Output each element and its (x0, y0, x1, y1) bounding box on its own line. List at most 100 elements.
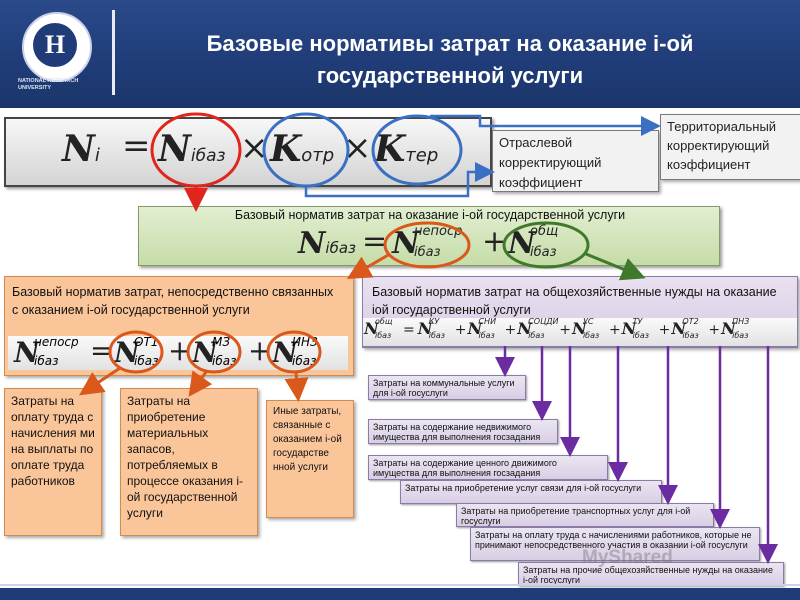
general-item-movable-property: Затраты на содержание ценного движимого … (368, 455, 608, 480)
direct-term-materials-sub: iбаз (212, 354, 237, 368)
general-term-пнз-sup: ПНЗ (732, 317, 750, 326)
direct-term-labor-sub: iбаз (134, 354, 159, 368)
orange-arrow-labor (79, 366, 121, 396)
orange-ring-materials (186, 330, 242, 374)
base-norm-eq: = (362, 224, 388, 259)
direct-eq: = (90, 334, 114, 367)
direct-formula-lhs: N (14, 336, 40, 369)
general-term-ус-n: N (571, 319, 587, 338)
direct-term-materials: N (192, 336, 218, 369)
territorial-coefficient-box: Территориальный корректирующий коэффицие… (660, 114, 800, 180)
direct-plus-2: + (248, 334, 272, 367)
general-term-ку-n: N (417, 319, 433, 338)
blue-ring-sector (262, 112, 350, 188)
general-term-соцди-sub: iбаз (528, 331, 545, 340)
general-term-ку-sub: iбаз (428, 331, 446, 340)
formula-n-base: Niбаз (158, 128, 226, 170)
formula-k-terr: Kтер (374, 128, 439, 170)
footer-bar (0, 588, 800, 600)
direct-term-other-sub: iбаз (292, 354, 317, 368)
direct-plus-1: + (168, 334, 192, 367)
red-ring (150, 112, 242, 188)
materials-costs-item: Затраты на приобретение материальных зап… (120, 388, 258, 536)
general-term-от2-sup: ОТ2 (682, 317, 699, 326)
direct-term-labor-sup: ОТ1 (134, 335, 159, 349)
general-term-от2-n: N (671, 319, 687, 338)
orange-ring-base (383, 221, 471, 269)
header-divider (112, 10, 115, 95)
general-term-соцди-sup: СОЦДИ (528, 317, 559, 326)
general-term-пнз-n: N (721, 319, 736, 338)
labor-costs-item: Затраты на оплату труда с начисления ми … (4, 388, 102, 536)
base-norm-term-general-sup: общ (530, 224, 559, 239)
header-bar (0, 0, 800, 108)
footer-line (0, 584, 800, 586)
general-plus: + (454, 322, 467, 338)
general-item-indirect-labor: Затраты на оплату труда с начислениями р… (470, 527, 760, 561)
orange-arrow-base (346, 252, 391, 280)
blue-arrow-territorial (430, 114, 661, 136)
logo-caption: NATIONAL RESEARCH UNIVERSITY (18, 78, 79, 91)
green-ring-base (502, 221, 590, 269)
general-item-real-estate: Затраты на содержание недвижимого имущес… (368, 419, 558, 444)
other-costs-item: Иные затраты, связанные с оказанием i-ой… (266, 400, 354, 518)
main-formula-box (4, 117, 492, 187)
general-term-сни-n: N (467, 319, 483, 338)
direct-lhs-sub: iбаз (34, 354, 59, 368)
base-norm-box (138, 206, 720, 266)
direct-lhs-sup: непоср (34, 335, 79, 349)
general-plus: + (708, 322, 721, 338)
general-lhs-sup: общ (375, 317, 393, 326)
orange-arrow-materials (188, 370, 213, 397)
general-term-сни-sub: iбаз (478, 331, 495, 340)
blue-arrow-sector (304, 162, 495, 198)
general-plus: + (608, 322, 621, 338)
university-logo: Н (22, 12, 92, 82)
green-arrow-base (585, 252, 646, 281)
formula-lhs: Ni (62, 128, 100, 170)
formula-k-sector: Kотр (270, 128, 335, 170)
general-term-пнз-sub: iбаз (732, 331, 749, 340)
orange-ring-labor (108, 330, 164, 374)
orange-ring-other (266, 330, 322, 374)
general-lhs-sub: iбаз (375, 331, 392, 340)
base-norm-lhs: Niбаз (298, 226, 357, 261)
base-norm-title: Базовый норматив затрат на оказание i-ой… (234, 208, 626, 222)
general-item-utilities: Затраты на коммунальные услуги для i-ой … (368, 375, 526, 400)
formula-eq: = (122, 126, 151, 166)
blue-ring-territorial (371, 114, 463, 186)
general-term-ус-sub: iбаз (582, 331, 600, 340)
general-plus: + (504, 322, 517, 338)
general-term-от2-sub: iбаз (682, 331, 699, 340)
base-norm-term-general-sub: iбаз (530, 245, 557, 260)
general-term-сни-sup: СНИ (478, 317, 497, 326)
direct-term-labor: N (114, 336, 140, 369)
general-item-other: Затраты на прочие общехозяйственные нужд… (518, 562, 784, 586)
general-term-ку-sup: КУ (428, 317, 440, 326)
watermark: MyShared (582, 547, 673, 568)
general-plus: + (658, 322, 671, 338)
direct-term-other: N (272, 336, 298, 369)
base-norm-term-direct: N (392, 226, 420, 261)
base-norm-term-direct-sub: iбаз (414, 245, 441, 260)
direct-costs-title: Базовый норматив затрат, непосредственно… (12, 285, 334, 317)
direct-formula-strip (8, 336, 348, 370)
sector-coefficient-box: Отраслевой корректирующий коэффициент (492, 130, 659, 192)
general-item-transport: Затраты на приобретение транспортных усл… (456, 503, 714, 527)
page-title: Базовые нормативы затрат на оказание i-о… (206, 31, 694, 88)
general-formula-strip (362, 318, 798, 347)
general-term-ту-sub: iбаз (632, 331, 649, 340)
general-term-ту-sup: ТУ (632, 317, 643, 326)
logo-letter: Н (33, 23, 77, 67)
orange-arrow-other (284, 371, 309, 402)
general-costs-title: Базовый норматив затрат на общехозяйстве… (372, 285, 777, 317)
